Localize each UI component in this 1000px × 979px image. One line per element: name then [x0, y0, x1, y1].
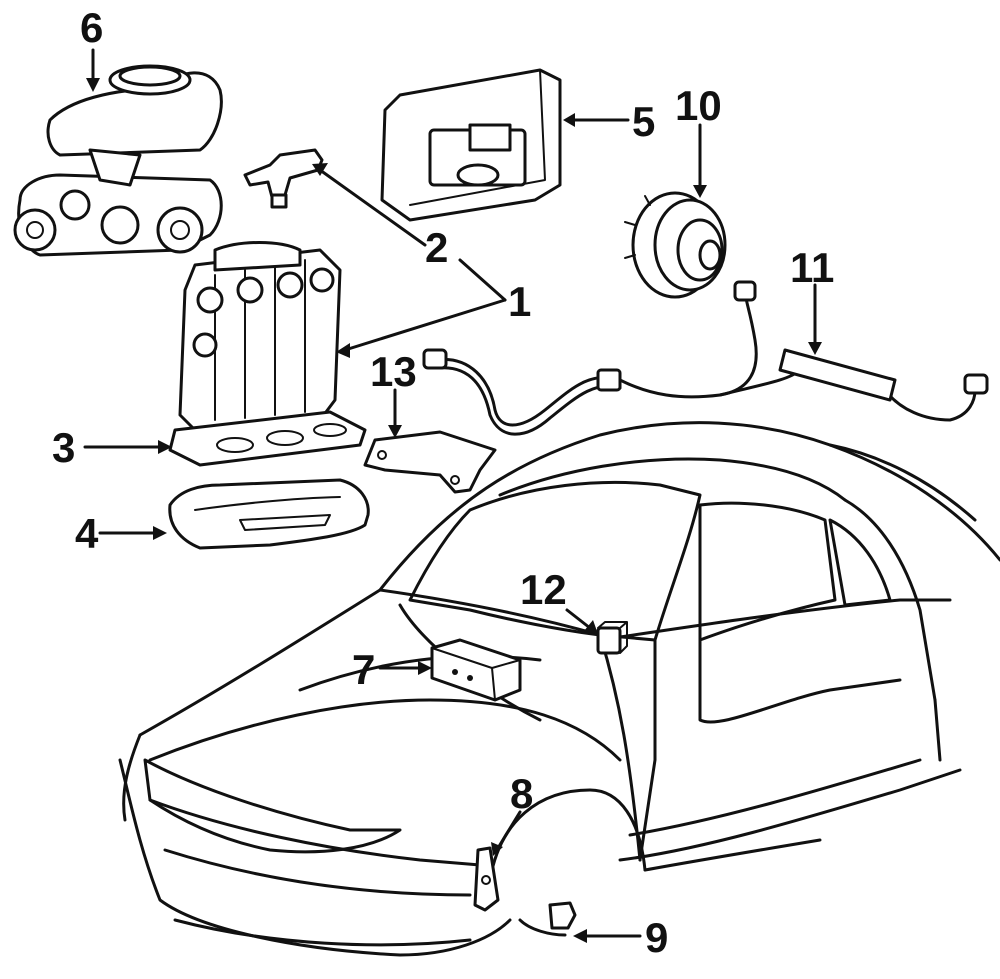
callout-6: 6 [80, 4, 103, 51]
callout-7: 7 [352, 646, 375, 693]
speed-sensor-part [243, 148, 324, 209]
car-body [118, 421, 1000, 957]
callout-12: 12 [520, 566, 567, 613]
callout-labels: 1 2 3 4 5 6 7 8 9 10 11 12 13 [52, 4, 834, 961]
front-sensor-part [473, 846, 500, 912]
callout-10: 10 [675, 82, 722, 129]
callout-13: 13 [370, 348, 417, 395]
control-unit-part [430, 638, 522, 702]
callout-9: 9 [645, 914, 668, 961]
callout-8: 8 [510, 770, 533, 817]
callout-arrows [83, 48, 822, 943]
wiring-harness-part [422, 280, 989, 436]
control-module-part [380, 68, 562, 222]
tray-part [168, 478, 370, 550]
actuator-part [624, 191, 727, 299]
callout-5: 5 [632, 98, 655, 145]
callout-4: 4 [75, 510, 99, 557]
callout-2: 2 [425, 224, 448, 271]
callout-3: 3 [52, 424, 75, 471]
bracket-part [363, 430, 497, 494]
callout-11: 11 [790, 244, 834, 291]
mounting-plate-part [168, 410, 367, 467]
relay-part [596, 621, 628, 655]
master-cylinder-part [13, 64, 223, 257]
rear-sensor-part [518, 901, 577, 937]
abs-modulator-part [178, 241, 342, 432]
callout-1: 1 [508, 278, 531, 325]
